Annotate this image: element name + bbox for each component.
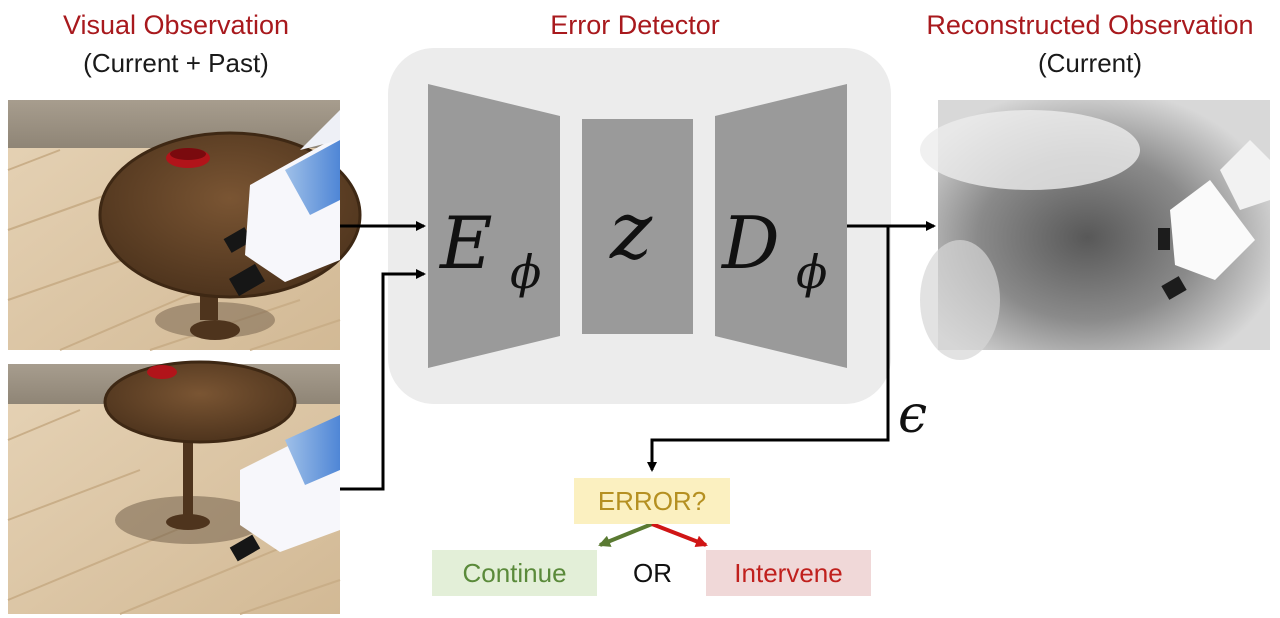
intervene-box: Intervene	[706, 550, 871, 596]
error-symbol: ϵ	[898, 385, 927, 445]
decoder-block	[715, 84, 847, 368]
or-label: OR	[633, 558, 672, 588]
error-detector-title: Error Detector	[550, 10, 720, 40]
decoder-symbol: D	[720, 201, 780, 285]
continue-box: Continue	[432, 550, 597, 596]
reconstructed-observation-image	[920, 100, 1270, 360]
reconstructed-observation-title: Reconstructed Observation	[926, 10, 1254, 40]
past-to-encoder-arrow	[340, 269, 426, 491]
visual-observation-subtitle: (Current + Past)	[83, 48, 269, 78]
visual-observation-title: Visual Observation	[62, 10, 290, 40]
error-question-box: ERROR?	[574, 478, 730, 524]
reconstructed-observation-subtitle: (Current)	[1037, 48, 1142, 78]
past-observation-image	[7, 360, 341, 615]
continue-arrow	[598, 522, 653, 547]
encoder-symbol: E	[438, 201, 493, 285]
current-observation-image	[7, 100, 362, 351]
error-signal-arrow	[647, 226, 890, 472]
latent-block	[582, 119, 693, 334]
encoder-subscript: ϕ	[510, 245, 541, 299]
latent-symbol: z	[609, 184, 653, 277]
decoder-subscript: ϕ	[796, 245, 827, 299]
encoder-block	[428, 84, 560, 368]
intervene-arrow	[651, 522, 708, 547]
